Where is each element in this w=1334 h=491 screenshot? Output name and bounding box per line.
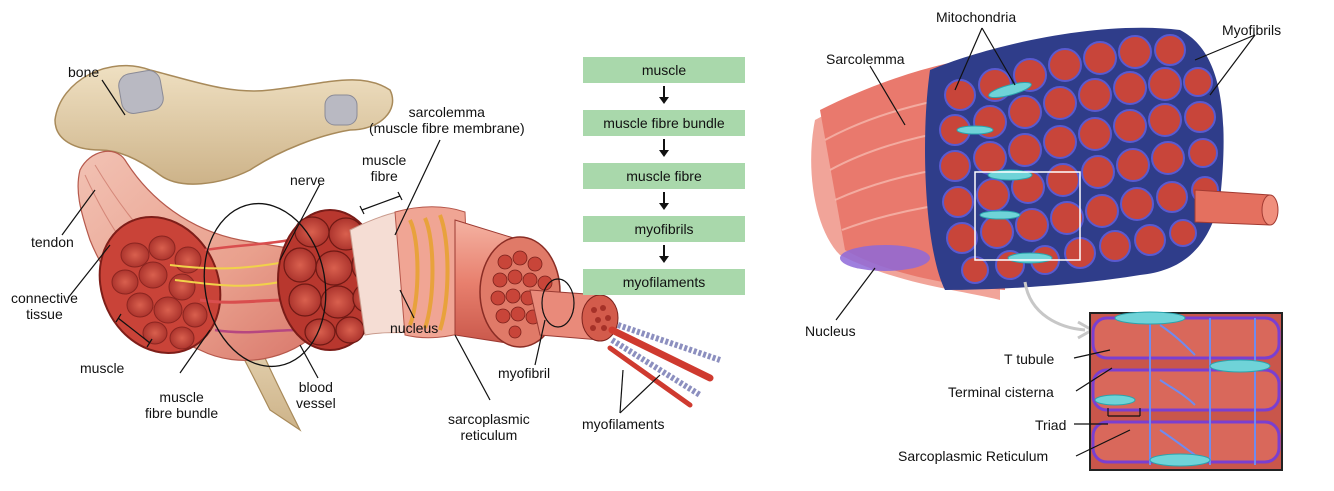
- label-sarcoplasmic-reticulum-right: Sarcoplasmic Reticulum: [898, 448, 1049, 464]
- label-myofibrils: Myofibrils: [1222, 22, 1282, 38]
- flow-arrow-icon: [652, 85, 676, 105]
- label-terminal-cisterna: Terminal cisterna: [948, 384, 1054, 400]
- nerve-vessel-lines: [169, 238, 301, 334]
- flow-step-myofilaments: myofilaments: [583, 269, 745, 295]
- inset-detail: [1089, 311, 1283, 471]
- myofilament-strands: [607, 322, 721, 408]
- flow-step-myofibrils: myofibrils: [583, 216, 745, 242]
- flow-arrow-icon: [652, 191, 676, 211]
- label-blood-vessel: blood vessel: [296, 379, 336, 411]
- label-myofilaments: myofilaments: [582, 416, 665, 432]
- label-connective-tissue: connective tissue: [11, 290, 78, 322]
- label-nerve: nerve: [290, 172, 326, 188]
- label-sarcolemma-right: Sarcolemma: [826, 51, 905, 67]
- flow-arrow-icon: [652, 138, 676, 158]
- muscle-cross-section: [98, 215, 222, 355]
- label-muscle-fibre-bundle: muscle fibre bundle: [145, 389, 219, 421]
- muscle-fibre-3d-illustration: [811, 27, 1279, 340]
- right-leader-lines: [835, 27, 1256, 457]
- label-nucleus-right: Nucleus: [805, 323, 856, 339]
- flow-step-muscle: muscle: [583, 57, 745, 83]
- label-muscle: muscle: [80, 360, 125, 376]
- left-leader-lines: [61, 79, 661, 414]
- flow-step-muscle-fibre-bundle: muscle fibre bundle: [583, 110, 745, 136]
- label-nucleus: nucleus: [390, 320, 439, 336]
- label-muscle-fibre: muscle fibre: [362, 152, 407, 184]
- label-triad: Triad: [1035, 417, 1067, 433]
- label-sarcolemma: sarcolemma (muscle fibre membrane): [369, 104, 525, 136]
- label-mitochondria: Mitochondria: [936, 9, 1017, 25]
- muscle-fibre-shape: [349, 206, 471, 339]
- flow-step-muscle-fibre: muscle fibre: [583, 163, 745, 189]
- flow-arrow-icon: [652, 244, 676, 264]
- label-sarcoplasmic-reticulum: sarcoplasmic reticulum: [448, 411, 530, 443]
- label-myofibril: myofibril: [498, 365, 551, 381]
- label-t-tubule: T tubule: [1004, 351, 1055, 367]
- label-tendon: tendon: [31, 234, 74, 250]
- bundle-highlight-ring: [203, 202, 327, 368]
- label-bone: bone: [68, 64, 100, 80]
